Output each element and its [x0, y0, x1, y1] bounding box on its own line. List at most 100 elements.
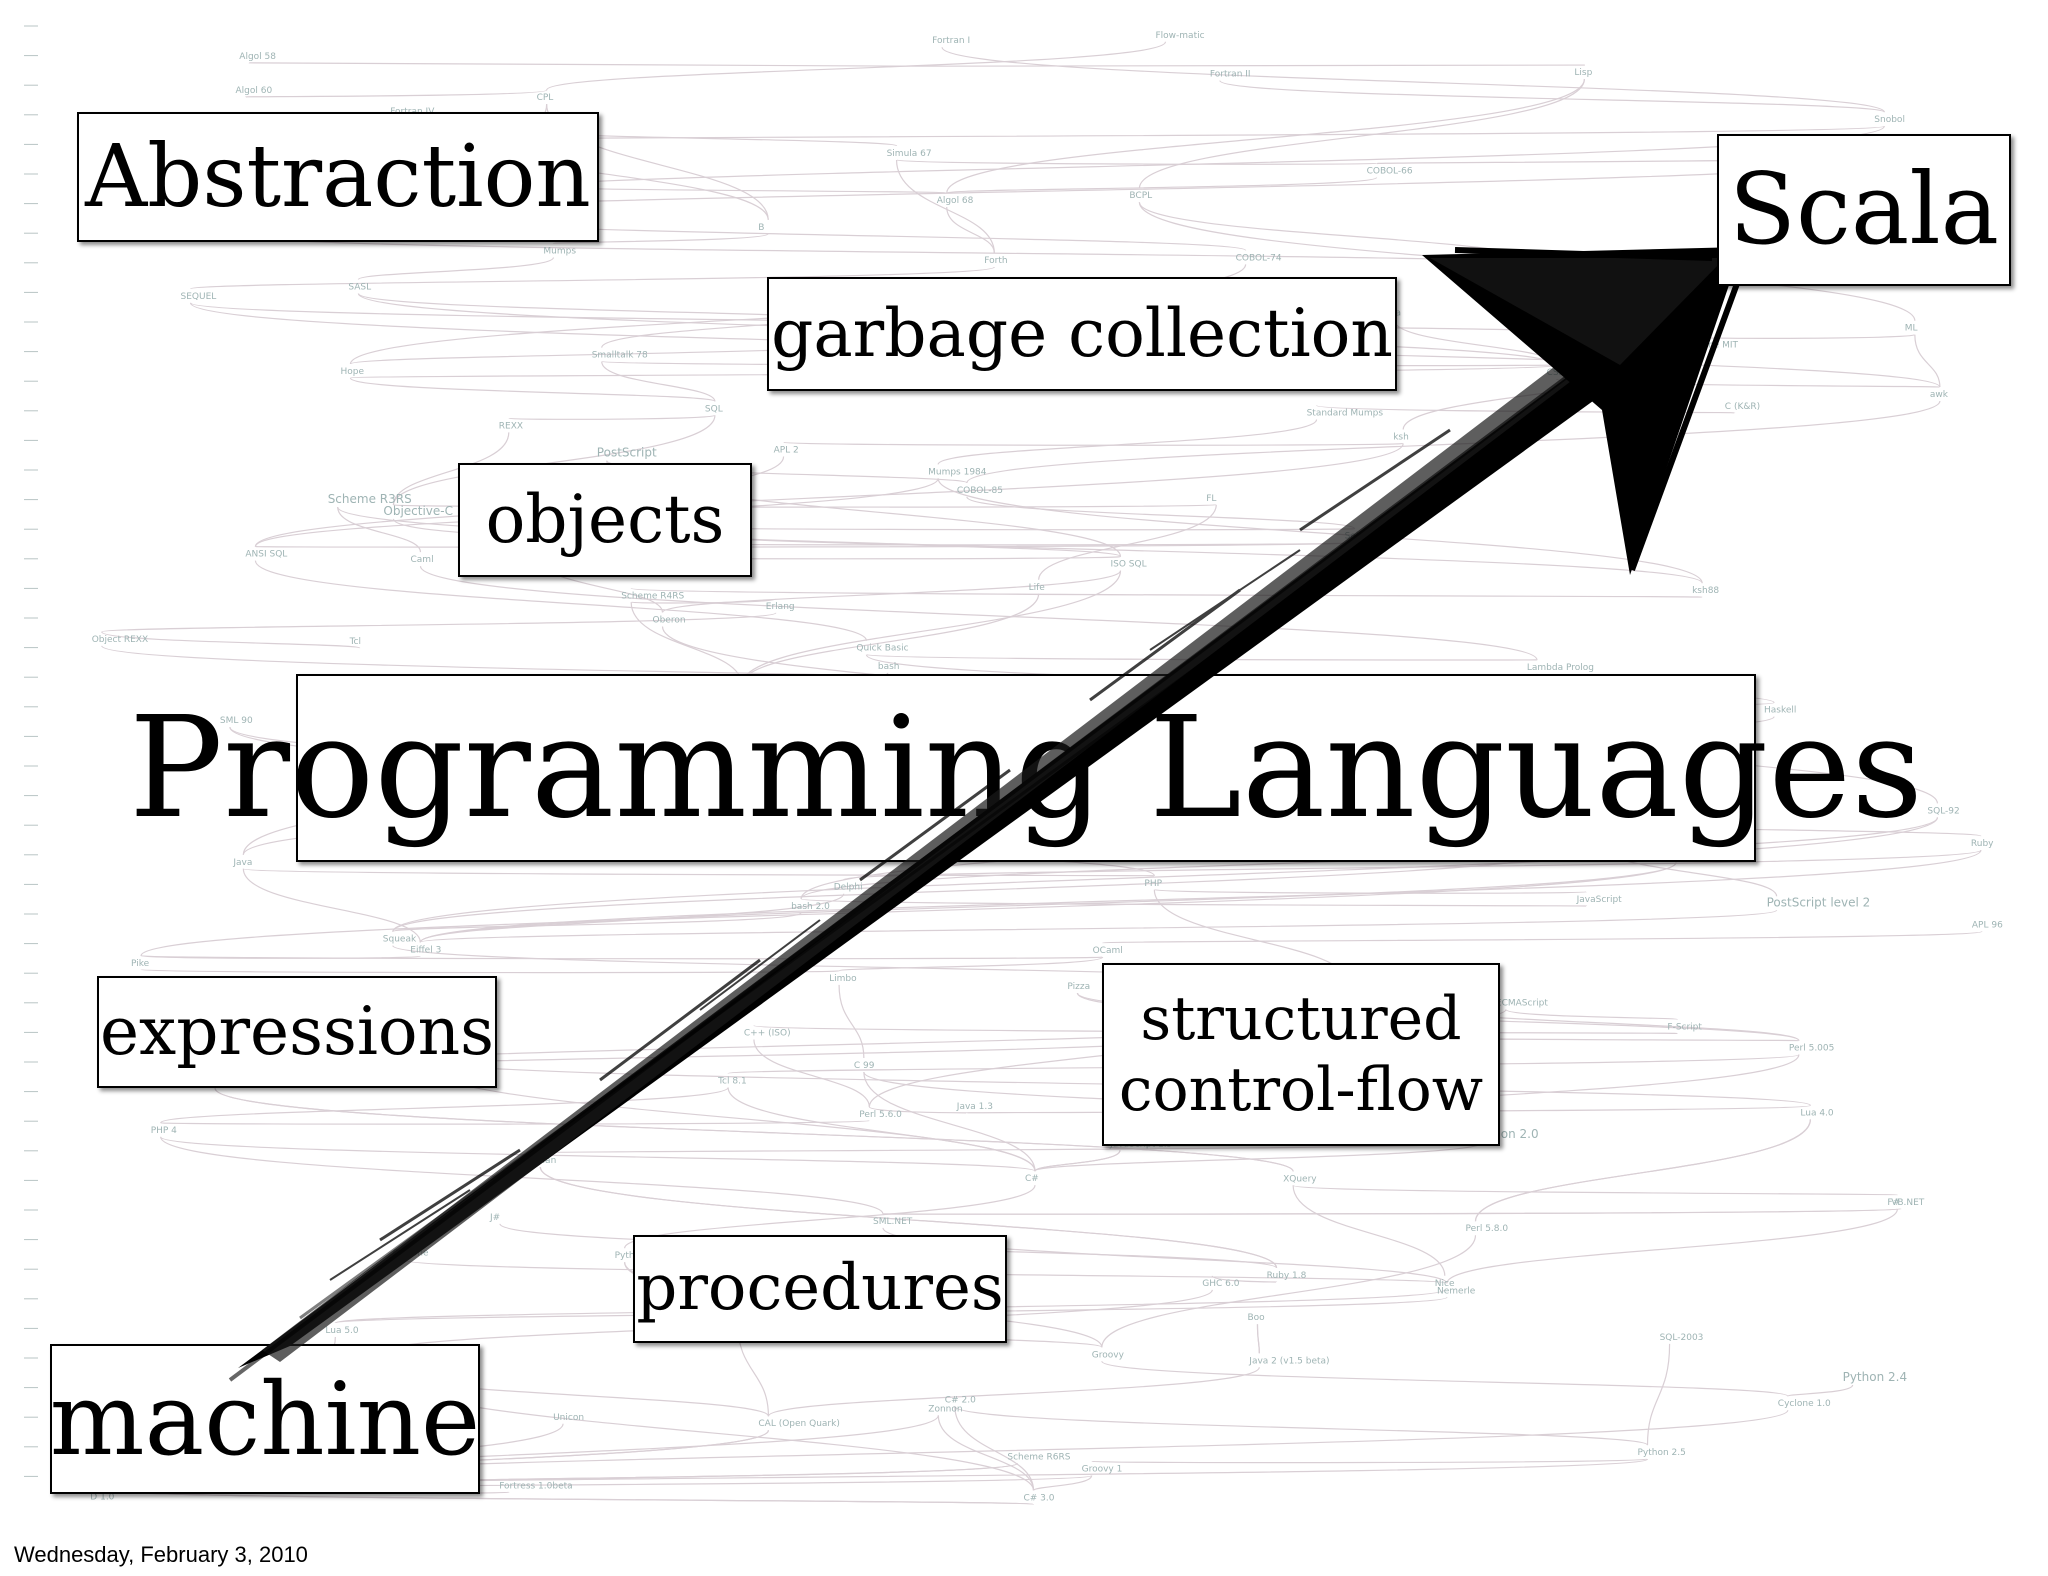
genealogy-language-label: PHP 4 [151, 1126, 177, 1136]
genealogy-language-label: Groovy 1 [1082, 1465, 1123, 1475]
genealogy-edge [1556, 350, 1694, 366]
genealogy-language-label: Lambda Prolog [1527, 663, 1594, 673]
genealogy-language-label: Flow-matic [1156, 31, 1205, 41]
genealogy-edge [1138, 79, 1585, 189]
genealogy-edge [1446, 1209, 1898, 1284]
genealogy-language-label: C++ (ISO) [744, 1029, 791, 1039]
genealogy-language-label: D 1.0 [90, 1493, 114, 1503]
genealogy-language-label: Algol 60 [236, 86, 273, 96]
genealogy-language-label: Mumps 1984 [928, 467, 987, 477]
genealogy-edge [966, 400, 1941, 484]
genealogy-language-label: Perl 5.8.0 [1466, 1224, 1509, 1234]
label-structured-line2: control-flow [1118, 1054, 1484, 1125]
genealogy-language-label: bash 2.0 [791, 902, 830, 912]
genealogy-language-label: SML.NET [873, 1217, 913, 1227]
genealogy-edge [1032, 1475, 1093, 1492]
genealogy-edge [727, 1087, 1036, 1172]
genealogy-edge [946, 79, 1585, 194]
genealogy-language-label: APL 96 [1972, 920, 2003, 930]
genealogy-edge [946, 176, 1378, 194]
genealogy-language-label: Object REXX [92, 635, 148, 645]
genealogy-edge [254, 443, 1404, 547]
genealogy-language-label: Cyclone 1.0 [1778, 1399, 1831, 1409]
genealogy-edge [895, 159, 1378, 165]
genealogy-edge [1101, 1235, 1477, 1348]
genealogy-language-label: Nemerle [1437, 1286, 1476, 1296]
genealogy-edge [782, 441, 1404, 446]
label-objects: objects [458, 463, 752, 577]
slide-date-footer: Wednesday, February 3, 2010 [14, 1542, 308, 1567]
genealogy-language-label: Python 2.5 [1638, 1448, 1686, 1458]
genealogy-language-label: bash [878, 662, 900, 672]
genealogy-edge [419, 849, 1982, 943]
genealogy-language-label: PHP [1144, 879, 1162, 889]
genealogy-edge [244, 89, 548, 98]
genealogy-language-label: Scheme MIT [1683, 340, 1738, 350]
genealogy-language-label: CAL (Open Quark) [758, 1419, 839, 1429]
genealogy-language-label: ksh [1393, 433, 1409, 443]
genealogy-language-label: Ruby [1971, 839, 1994, 849]
genealogy-language-label: Oberon [653, 616, 686, 626]
genealogy-edge [546, 41, 1167, 91]
genealogy-language-label: PostScript [597, 446, 657, 460]
genealogy-language-label: Pike [131, 959, 150, 969]
genealogy-language-label: Fortress 1.0beta [499, 1481, 572, 1491]
genealogy-language-label: SQL-2003 [1660, 1333, 1704, 1343]
genealogy-edge [1646, 1343, 1671, 1446]
genealogy-edge [838, 984, 865, 1058]
genealogy-language-label: ISO SQL [1111, 560, 1147, 570]
genealogy-edge [1914, 334, 1941, 388]
genealogy-language-label: SEQUEL [181, 292, 217, 302]
genealogy-language-label: ML [1905, 324, 1918, 334]
genealogy-edge [1256, 1324, 1260, 1354]
genealogy-language-label: Python 2.4 [1843, 1370, 1908, 1384]
label-structured-line1: structured [1140, 983, 1462, 1054]
genealogy-language-label: Cyclone [393, 1249, 429, 1259]
genealogy-edge [1101, 1360, 1789, 1397]
genealogy-language-label: Forth [984, 256, 1007, 266]
genealogy-language-label: CSP [1547, 368, 1565, 378]
genealogy-language-label: REXX [499, 421, 523, 431]
genealogy-language-label: C (K&R) [1725, 402, 1760, 412]
genealogy-language-label: APL 2 [774, 446, 799, 456]
genealogy-language-label: GHC 6.0 [1202, 1279, 1239, 1289]
genealogy-language-label: ECMAScript [1496, 999, 1548, 1009]
genealogy-language-label: Tcl 8.1 [717, 1077, 747, 1087]
genealogy-language-label: Squeak [383, 935, 417, 945]
genealogy-edge [1034, 1141, 1485, 1172]
genealogy-edge [1153, 889, 1588, 894]
genealogy-language-label: Objective-C [383, 504, 453, 518]
genealogy-language-label: Perl 5.005 [1789, 1044, 1834, 1054]
genealogy-edge [508, 414, 716, 420]
genealogy-language-label: Unicon [553, 1413, 584, 1423]
genealogy-language-label: Snobol [1874, 115, 1905, 125]
genealogy-language-label: Zonnon [928, 1404, 962, 1414]
genealogy-language-label: Tcl [349, 637, 361, 647]
genealogy-language-label: Delphi [834, 883, 863, 893]
genealogy-edge [601, 361, 716, 402]
genealogy-language-label: Groovy [1092, 1350, 1125, 1360]
genealogy-language-label: Scheme R6RS [1007, 1452, 1070, 1462]
genealogy-language-label: PostScript level 2 [1767, 895, 1871, 909]
genealogy-language-label: Caml [411, 555, 434, 565]
label-scala: Scala [1717, 134, 2011, 286]
genealogy-language-label: F# [1887, 1198, 1900, 1208]
genealogy-language-label: Haskell [1764, 706, 1796, 716]
genealogy-language-label: VB.NET [1891, 1198, 1925, 1208]
genealogy-edge [1138, 202, 1543, 265]
genealogy-edge [349, 377, 716, 402]
genealogy-language-label: Smalltalk 78 [592, 351, 648, 361]
genealogy-edge [419, 565, 1538, 661]
genealogy-language-label: Fortran I [932, 36, 970, 46]
genealogy-language-label: Life [1029, 583, 1046, 593]
genealogy-language-label: J# [489, 1213, 500, 1223]
genealogy-language-label: SQL-92 [1927, 806, 1959, 816]
genealogy-language-label: Perl 5.6.0 [859, 1110, 902, 1120]
genealogy-edge [1102, 930, 1983, 944]
genealogy-edge [248, 62, 1585, 67]
genealogy-edge [1787, 1384, 1854, 1397]
genealogy-edge [189, 266, 995, 290]
genealogy-language-label: BCPL [1129, 191, 1152, 201]
genealogy-language-label: C# [1025, 1174, 1039, 1184]
genealogy-language-label: Erlang [766, 602, 795, 612]
